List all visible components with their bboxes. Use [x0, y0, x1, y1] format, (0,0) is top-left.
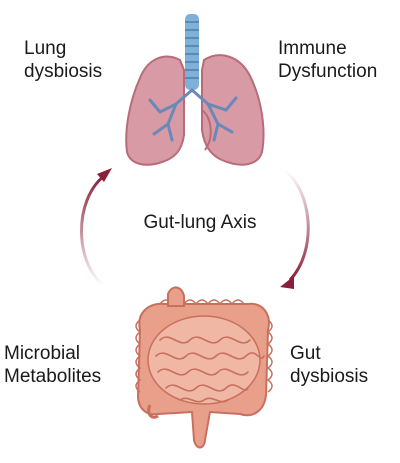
right-lung-icon — [201, 54, 265, 166]
gut-lung-axis-label: Gut-lung Axis — [143, 212, 257, 233]
gut-dysbiosis-label: Gut dysbiosis — [290, 343, 369, 387]
lung-dysbiosis-label: Lung dysbiosis — [24, 38, 103, 82]
intestines-illustration — [135, 286, 273, 449]
left-lung-icon — [125, 55, 185, 166]
lungs-illustration — [125, 14, 265, 166]
right-arc-arrow — [283, 168, 310, 282]
cycle-arrows — [80, 168, 310, 289]
appendix-icon — [147, 404, 159, 419]
immune-dysfunction-label: Immune Dysfunction — [278, 38, 378, 82]
bronchi-icon — [148, 88, 238, 142]
microbial-metabolites-label: Microbial Metabolites — [4, 343, 102, 387]
trachea-icon — [185, 14, 199, 90]
left-arrowhead-icon — [97, 168, 112, 182]
small-intestine-icon — [147, 315, 261, 405]
right-arrowhead-icon — [280, 276, 294, 289]
left-arc-arrow — [80, 174, 105, 288]
